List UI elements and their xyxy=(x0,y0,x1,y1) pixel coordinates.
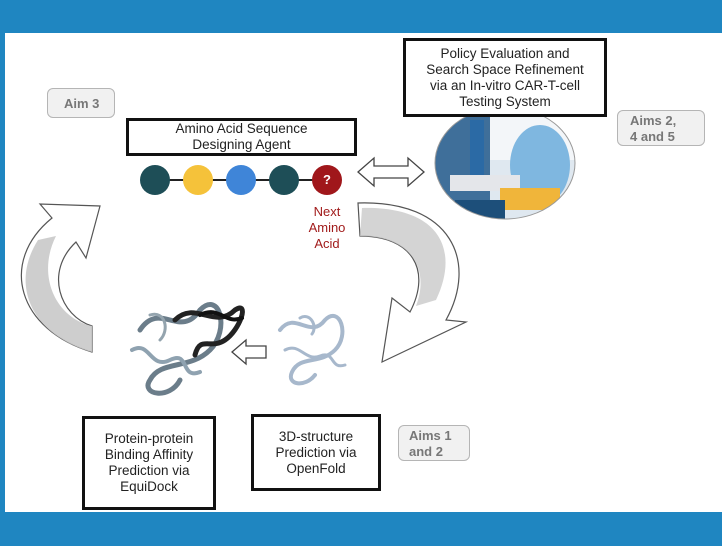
openfold-box: 3D-structure Prediction via OpenFold xyxy=(251,414,381,491)
policy-line4: Testing System xyxy=(459,93,551,109)
lab-photo-icon xyxy=(435,107,575,219)
next-line3: Acid xyxy=(314,236,340,251)
aims12-badge: Aims 1 and 2 xyxy=(398,425,470,461)
equidock-line1: Protein-protein xyxy=(104,431,194,446)
next-amino-acid-label: Next Amino Acid xyxy=(300,204,354,252)
aims245-line1: Aims 2, xyxy=(630,113,677,128)
equidock-box: Protein-protein Binding Affinity Predict… xyxy=(82,416,216,510)
openfold-line2: Prediction via xyxy=(275,444,357,460)
double-arrow-icon xyxy=(357,156,425,188)
aims245-line2: 4 and 5 xyxy=(630,129,675,144)
openfold-line1: 3D-structure xyxy=(278,428,354,444)
policy-line2: Search Space Refinement xyxy=(426,61,584,77)
aims12-line2: and 2 xyxy=(409,444,443,459)
equidock-line2: Binding Affinity xyxy=(104,447,194,462)
aims12-line1: Aims 1 xyxy=(409,428,452,443)
aim3-label: Aim 3 xyxy=(64,96,100,111)
unknown-bead-symbol: ? xyxy=(323,172,331,187)
aim3-badge: Aim 3 xyxy=(47,88,115,118)
designer-line1: Amino Acid Sequence xyxy=(175,121,308,136)
unknown-amino-acid-bead: ? xyxy=(312,165,342,195)
policy-line3: via an In-vitro CAR-T-cell xyxy=(429,77,581,93)
docked-complex-icon xyxy=(130,302,245,396)
openfold-line3: OpenFold xyxy=(286,460,346,476)
amino-acid-bead-2 xyxy=(183,165,213,195)
equidock-line3: Prediction via xyxy=(108,463,190,478)
policy-evaluation-box: Policy Evaluation and Search Space Refin… xyxy=(403,38,607,117)
small-left-arrow-icon xyxy=(231,338,267,366)
next-line2: Amino xyxy=(308,220,346,235)
single-protein-icon xyxy=(278,314,347,386)
designer-line2: Designing Agent xyxy=(192,137,291,152)
equidock-line4: EquiDock xyxy=(120,479,178,494)
amino-acid-bead-3 xyxy=(226,165,256,195)
amino-acid-bead-1 xyxy=(140,165,170,195)
amino-acid-bead-4 xyxy=(269,165,299,195)
policy-line1: Policy Evaluation and xyxy=(440,45,570,61)
sequence-designer-box: Amino Acid Sequence Designing Agent xyxy=(126,118,357,156)
next-line1: Next xyxy=(313,204,341,219)
aims245-badge: Aims 2, 4 and 5 xyxy=(617,110,705,146)
